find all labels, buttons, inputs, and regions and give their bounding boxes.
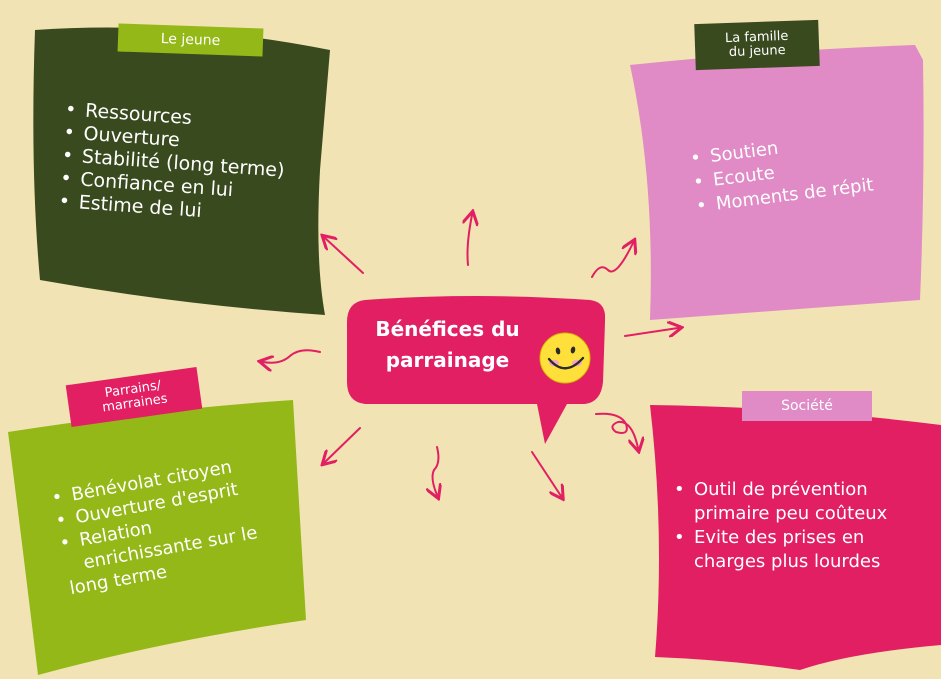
smiley-face-icon [539, 332, 591, 384]
arrow-down [433, 446, 439, 495]
list-le-jeune: Ressources Ouverture Stabilité (long ter… [54, 98, 288, 229]
tag-famille: La famille du jeune [694, 19, 820, 71]
list-item: Outil de prévention [670, 478, 887, 502]
arrow-up [468, 215, 473, 266]
tag-le-jeune-label: Le jeune [160, 30, 221, 50]
card-le-jeune: Le jeune Ressources Ouverture Stabilité … [30, 20, 330, 320]
list-item: Evite des prises en [670, 526, 887, 550]
tag-societe-label: Société [781, 398, 833, 414]
arrow-right [624, 328, 678, 336]
list-item-continued: primaire peu coûteux [694, 503, 888, 524]
center-bubble-shape [347, 296, 605, 444]
tag-societe: Société [742, 391, 872, 421]
arrow-left [263, 349, 321, 363]
list-item-continued: charges plus lourdes [694, 551, 881, 572]
tag-le-jeune: Le jeune [117, 23, 264, 57]
tag-famille-line2: du jeune [728, 43, 786, 60]
arrow-to-jeune [325, 238, 364, 274]
center-title: Bénéfices du parrainage [375, 317, 520, 372]
card-societe: Société Outil de prévention primaire peu… [650, 385, 941, 679]
arrow-to-parrains [325, 427, 361, 462]
arrow-to-famille [591, 243, 633, 278]
arrow-down-right [531, 451, 561, 496]
list-societe: Outil de prévention primaire peu coûteux… [670, 478, 887, 574]
arrow-curl-to-societe [595, 412, 638, 448]
card-famille: La famille du jeune Soutien Ecoute Momen… [625, 19, 941, 320]
center-bubble: Bénéfices du parrainage [345, 292, 605, 452]
card-parrains: Parrains/ marraines Bénévolat citoyen Ou… [8, 367, 308, 679]
